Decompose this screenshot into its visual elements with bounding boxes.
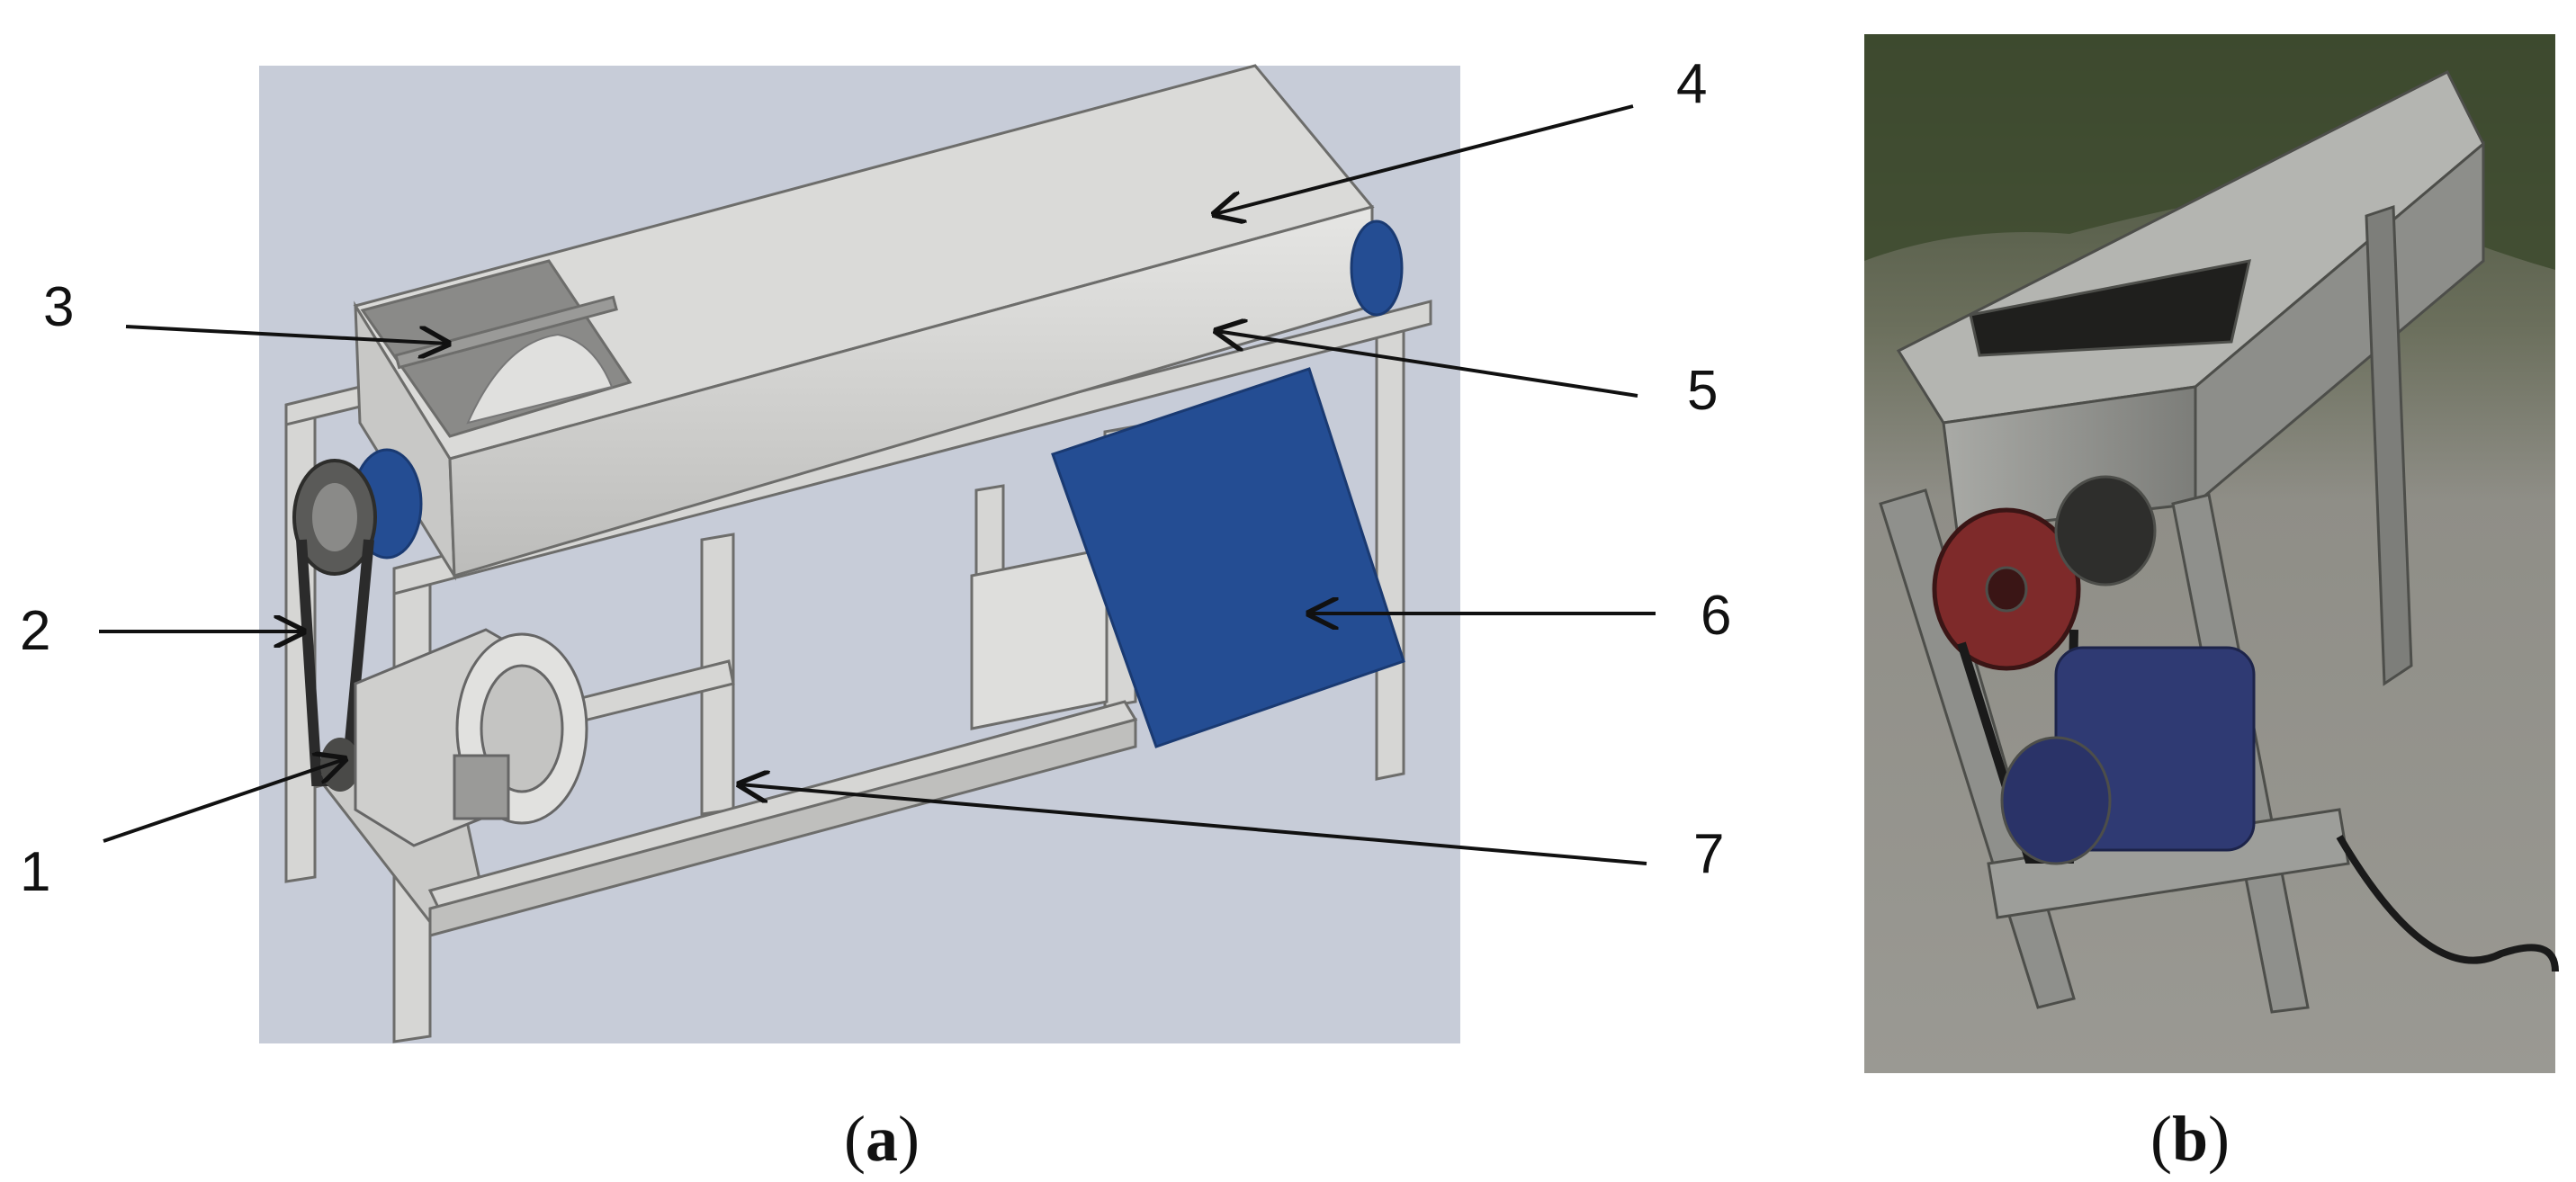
leader-lines bbox=[99, 104, 1656, 865]
callout-label-7: 7 bbox=[1693, 823, 1724, 885]
photo-machine bbox=[1879, 69, 2485, 1014]
callout-label-1: 1 bbox=[20, 841, 50, 903]
discharge-chute bbox=[1051, 367, 1405, 748]
leader-line-7 bbox=[740, 784, 1647, 865]
callout-label-5: 5 bbox=[1687, 360, 1718, 422]
caption-b: (b) bbox=[2150, 1103, 2230, 1175]
leader-line-4 bbox=[1215, 104, 1634, 214]
leader-line-3 bbox=[125, 325, 448, 344]
bearing-housing-right bbox=[1350, 219, 1404, 317]
panel-a-cad-render: 1 2 3 4 5 6 7 (a) bbox=[20, 53, 1731, 1175]
caption-a: (a) bbox=[844, 1103, 920, 1175]
callout-label-6: 6 bbox=[1701, 585, 1731, 647]
leader-line-5 bbox=[1216, 331, 1638, 398]
panel-b-photo: (b) bbox=[1864, 34, 2559, 1175]
trough-housing bbox=[353, 64, 1375, 581]
callout-label-2: 2 bbox=[20, 600, 50, 662]
callout-label-4: 4 bbox=[1676, 53, 1707, 115]
motor bbox=[354, 628, 588, 847]
leader-line-1 bbox=[103, 759, 345, 843]
callout-label-3: 3 bbox=[43, 276, 74, 338]
